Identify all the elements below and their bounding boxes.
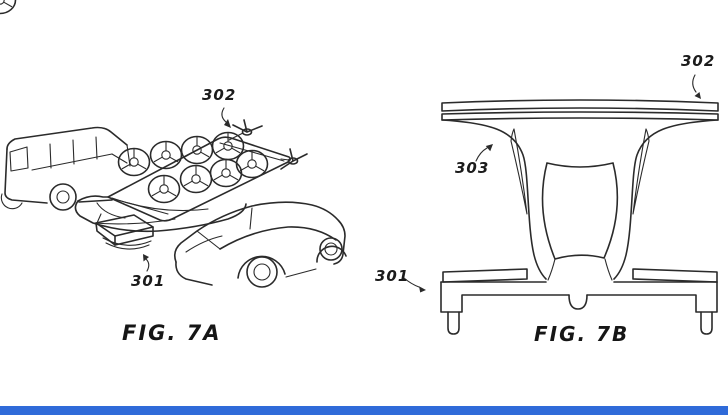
bottom-skid-bar-sketch bbox=[440, 281, 718, 313]
landing-skid-sketch bbox=[95, 213, 154, 250]
fuselage-sketch bbox=[74, 195, 247, 233]
figure-7b-drawing bbox=[403, 74, 719, 335]
wing-bar-sketch bbox=[441, 99, 719, 121]
forward-propellers bbox=[228, 119, 308, 170]
sedan-sketch bbox=[174, 201, 347, 288]
leader-arrow-301-b bbox=[403, 277, 426, 293]
ref-label-302-fig7a: 302 bbox=[202, 86, 237, 104]
lift-rotor-array bbox=[0, 0, 269, 204]
footer-accent-bar bbox=[0, 406, 728, 415]
figure-7a-caption: FIG. 7A bbox=[122, 321, 222, 345]
figure-7a-drawing bbox=[0, 0, 347, 288]
leader-arrow-303-b bbox=[475, 144, 493, 162]
vtol-aircraft-sketch bbox=[0, 0, 308, 250]
support-arm-right bbox=[604, 119, 719, 335]
figure-7b-caption: FIG. 7B bbox=[534, 322, 630, 346]
ref-label-301-fig7a: 301 bbox=[131, 272, 166, 290]
ref-label-302-fig7b: 302 bbox=[681, 52, 716, 70]
leader-arrow-302-a bbox=[221, 107, 231, 128]
center-pod-sketch bbox=[541, 162, 619, 260]
ref-label-303-fig7b: 303 bbox=[455, 159, 490, 177]
ref-label-301-fig7b: 301 bbox=[375, 267, 410, 285]
leader-arrow-301-a bbox=[143, 254, 150, 272]
support-arm-left bbox=[441, 119, 556, 335]
leader-arrow-302-b bbox=[692, 74, 701, 99]
